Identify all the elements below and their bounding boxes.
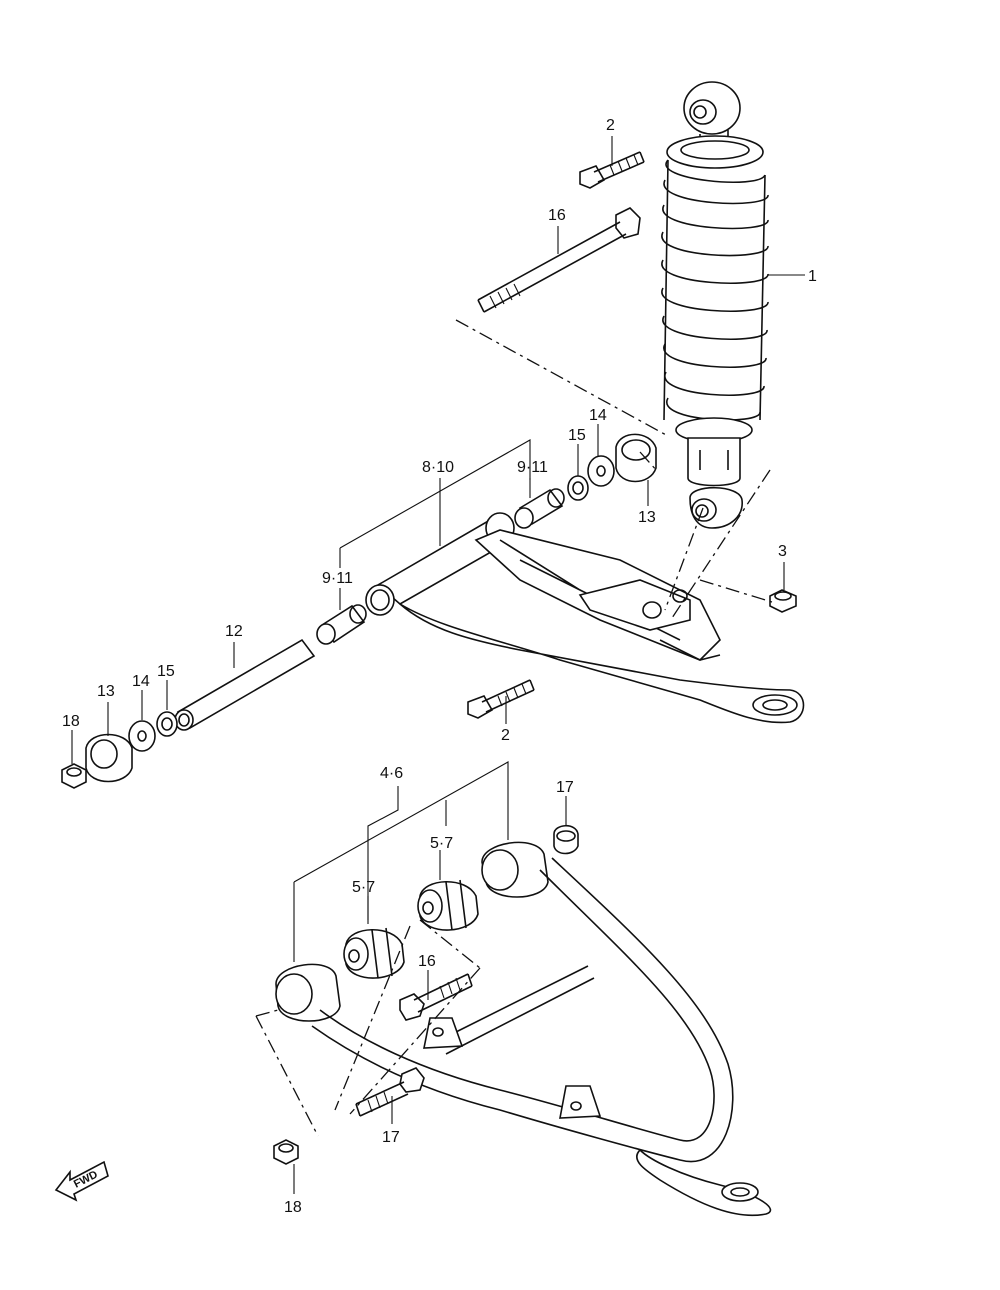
bolt-16-long: [477, 207, 641, 313]
shock-absorber: [661, 81, 769, 529]
bushing-5-7-left: [343, 927, 405, 979]
callout-5-7-left: 5·7: [352, 879, 375, 896]
callout-9-11-left: 9·11: [322, 570, 353, 587]
cap-13-right: [615, 433, 657, 483]
washer-14-left: [128, 720, 156, 752]
callout-13-right: 13: [638, 509, 656, 526]
nut-17-top: [553, 824, 579, 855]
callout-2-bottom: 2: [501, 727, 510, 744]
callout-14-right: 14: [589, 407, 607, 424]
lower-arm: [275, 841, 772, 1217]
bushing-9-11-right: [514, 488, 565, 529]
callout-18-left: 18: [62, 713, 80, 730]
upper-arm: [365, 512, 805, 724]
cap-13-left: [85, 733, 133, 783]
callout-13-left: 13: [97, 683, 115, 700]
callout-8-10: 8·10: [422, 459, 454, 476]
bolt-2-bottom: [467, 679, 535, 719]
nut-18-left: [61, 763, 87, 789]
callout-17-top: 17: [556, 779, 574, 796]
bushing-5-7-right: [417, 879, 479, 931]
washer-15-right: [567, 475, 589, 501]
callout-18-bottom: 18: [284, 1199, 302, 1216]
callout-14-left: 14: [132, 673, 150, 690]
callout-1: 1: [808, 268, 817, 285]
bolt-2-top: [579, 151, 645, 189]
nut-18-bottom: [273, 1139, 299, 1165]
callout-15-right: 15: [568, 427, 586, 444]
pivot-shaft-12: [174, 638, 316, 731]
washer-15-left: [156, 711, 178, 737]
callout-labels: 2 16 1 3 8·10 9·11 9·11 15 14 13 12 13 1…: [62, 117, 817, 1216]
callout-15-left: 15: [157, 663, 175, 680]
coil-spring: [661, 159, 769, 421]
bushing-9-11-left: [316, 604, 367, 645]
leader-lines: [71, 136, 805, 1194]
bolt-16-lower: [399, 973, 473, 1021]
nut-3: [769, 589, 797, 613]
callout-2-top: 2: [606, 117, 615, 134]
callout-4-6: 4·6: [380, 765, 403, 782]
callout-16-top: 16: [548, 207, 566, 224]
fwd-arrow: FWD: [54, 1160, 109, 1202]
callout-16-lower: 16: [418, 953, 436, 970]
callout-3: 3: [778, 543, 787, 560]
callout-17-lower: 17: [382, 1129, 400, 1146]
callout-5-7-right: 5·7: [430, 835, 453, 852]
bolt-17-lower: [355, 1067, 425, 1117]
washer-14-right: [587, 455, 615, 487]
assembly-lines: [255, 319, 773, 1137]
callout-12: 12: [225, 623, 243, 640]
callout-9-11-right: 9·11: [517, 459, 548, 476]
